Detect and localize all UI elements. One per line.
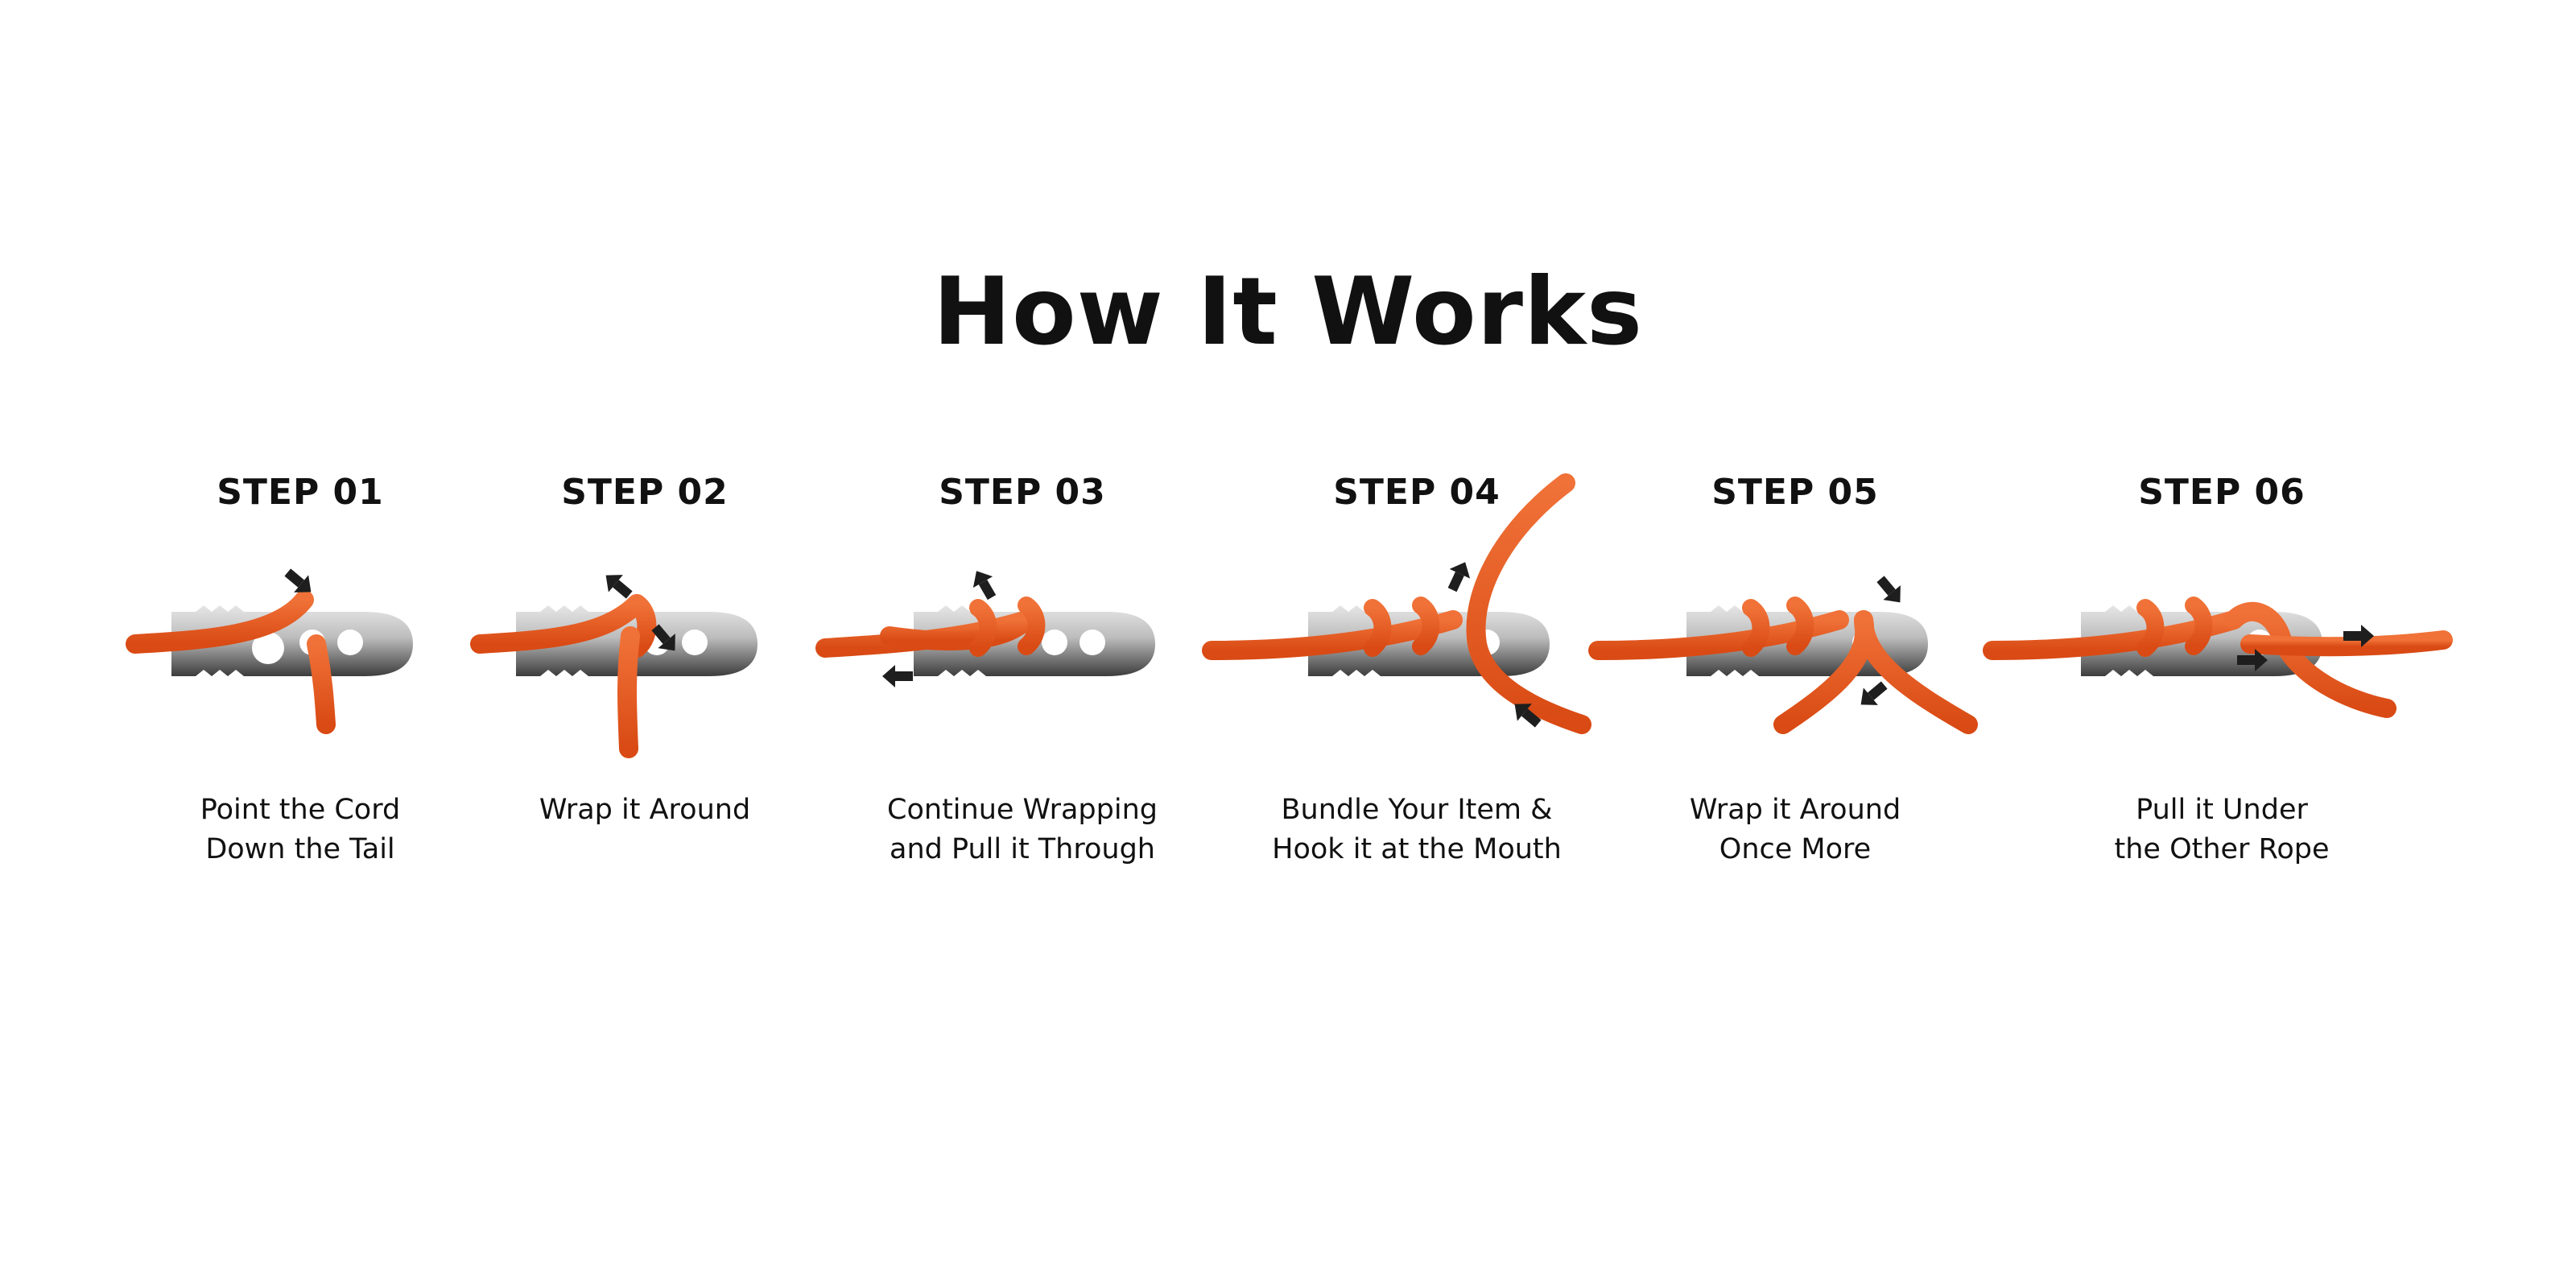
arrow-icon [651,624,675,651]
step-6: STEP 06 Pull it Under the Other Rope [1983,0,2453,1288]
arrow-icon [605,575,633,599]
step-2-heading: STEP 02 [561,472,729,513]
rope-wrap [1786,597,1814,655]
step-5-heading: STEP 05 [1711,472,1879,513]
arrow-icon [1514,704,1542,728]
rope-wrap [1018,597,1046,655]
arrow-icon [882,665,913,687]
arrow-icon [1876,576,1901,603]
step-5-caption-line-2: Once More [1719,833,1872,865]
step-4-caption-line-1: Bundle Your Item & [1281,794,1553,826]
step-4: STEP 04 Bundle Your Item & Hook it at th… [1202,0,1622,1288]
step-6-illustration [1983,597,2453,718]
step-3: STEP 03 Continue Wrapping and Pull it Th… [815,0,1220,1288]
step-6-heading: STEP 06 [2138,472,2306,513]
rope-tail [2240,630,2453,657]
step-5-caption: Wrap it Around Once More [1598,791,1992,869]
step-3-heading: STEP 03 [939,472,1106,513]
step-1-caption-line-1: Point the Cord [200,794,401,826]
rope-wrap [2185,597,2213,655]
carabiner-tool [171,605,413,676]
rope-lower [880,610,1036,650]
step-3-caption: Continue Wrapping and Pull it Through [825,791,1220,869]
arrow-icon [1447,562,1471,592]
rope-wrap [627,594,657,658]
step-4-heading: STEP 04 [1333,472,1501,513]
page-title: How It Works [932,258,1644,366]
step-3-caption-line-2: and Pull it Through [890,833,1155,865]
rope-wrap [1364,599,1392,657]
arrow-icon [2343,625,2374,647]
step-5-illustration [1588,576,1978,734]
rope-wrap [2136,599,2165,657]
rope-tail [617,626,640,758]
step-1-caption-line-2: Down the Tail [205,833,395,865]
step-3-caption-line-1: Continue Wrapping [887,794,1158,826]
step-2: STEP 02 Wrap it Around [470,0,806,1288]
arrow-icon [1860,681,1888,705]
rope-wrap [1742,599,1770,657]
rope-wrap [969,599,997,657]
rope-cross [1854,610,1978,734]
step-2-illustration [470,575,758,758]
rope [470,594,646,654]
rope [126,590,314,654]
rope-loop [1466,473,1591,734]
step-1: STEP 01 Point the Cord Down the Tail [126,0,461,1288]
step-2-caption: Wrap it Around [484,791,806,830]
step-4-caption: Bundle Your Item & Hook it at the Mouth [1212,791,1622,869]
step-4-illustration [1202,473,1591,734]
rope [1202,610,1463,660]
step-6-caption: Pull it Under the Other Rope [1992,791,2451,869]
arrow-icon [972,571,997,601]
step-3-illustration [815,571,1155,687]
step-1-illustration [126,568,413,734]
step-6-caption-line-2: the Other Rope [2114,833,2330,865]
step-6-caption-line-1: Pull it Under [2136,794,2308,826]
step-2-caption-line-1: Wrap it Around [539,794,751,826]
step-1-caption: Point the Cord Down the Tail [139,791,461,869]
arrow-icon [2237,649,2268,671]
step-4-caption-line-2: Hook it at the Mouth [1272,833,1562,865]
step-5: STEP 05 Wrap it Around Once More [1588,0,1992,1288]
step-1-heading: STEP 01 [217,472,384,513]
rope-wrap [1412,597,1440,655]
step-5-caption-line-1: Wrap it Around [1689,794,1901,826]
rope-tail [307,634,336,734]
arrow-icon [284,568,312,592]
